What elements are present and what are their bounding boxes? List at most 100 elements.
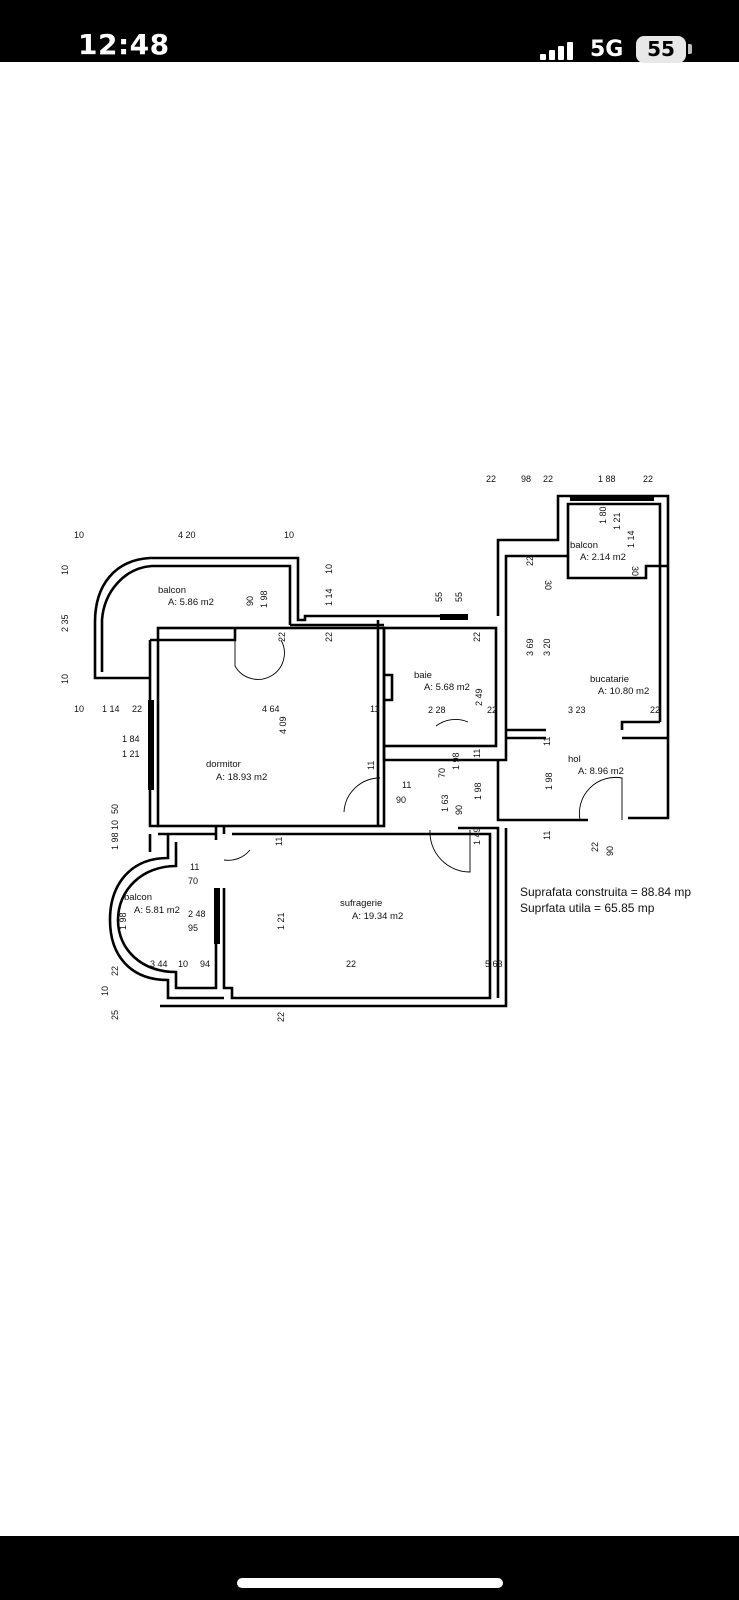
dimension-label: 11: [542, 737, 552, 746]
room-name: balcon: [124, 892, 152, 903]
home-indicator[interactable]: [237, 1578, 503, 1588]
dimension-label: 1 21: [122, 749, 140, 759]
room-area: A: 18.93 m2: [216, 772, 267, 783]
dimension-label: 98: [521, 474, 531, 484]
dimension-label: 11: [190, 862, 199, 872]
room-area: A: 5.68 m2: [424, 682, 470, 693]
room-name: dormitor: [206, 759, 241, 770]
dimension-label: 2 28: [428, 705, 446, 715]
room-name: sufragerie: [340, 898, 382, 909]
room-name: balcon: [158, 585, 186, 596]
dimension-label: 22: [543, 474, 553, 484]
dimension-label: 22: [472, 632, 482, 642]
dimension-label: 10: [60, 565, 70, 575]
dimension-label: 2 35: [60, 614, 70, 632]
dimension-label: 30: [630, 566, 640, 576]
room-area: A: 5.81 m2: [134, 905, 180, 916]
network-label: 5G: [590, 37, 624, 62]
dimension-label: 1 84: [122, 734, 140, 744]
dimension-label: 22: [276, 1012, 286, 1022]
room-area: A: 10.80 m2: [598, 686, 649, 697]
dimension-label: 22: [643, 474, 653, 484]
dimension-label: 90: [396, 795, 406, 805]
dimension-label: 11: [274, 837, 284, 846]
dimension-label: 1 88: [598, 474, 616, 484]
room-name: baie: [414, 670, 432, 681]
dimension-label: 22: [487, 705, 497, 715]
dimension-label: 90: [245, 596, 255, 606]
room-name: balcon: [570, 540, 598, 551]
built-area-summary: Suprafata construita = 88.84 mp: [520, 885, 691, 899]
dimension-label: 1 98: [544, 772, 554, 790]
dimension-label: 95: [188, 923, 198, 933]
status-bar: 12:48 5G 55: [0, 0, 739, 63]
dimension-label: 1 49: [472, 827, 482, 845]
dimension-label: 10: [60, 674, 70, 684]
battery-level: 55: [647, 37, 675, 61]
bottom-bar: [0, 1536, 739, 1600]
dimension-label: 1 21: [612, 512, 622, 530]
dimension-label: 1 14: [626, 530, 636, 548]
usable-area-summary: Suprfata utila = 65.85 mp: [520, 901, 655, 915]
battery-icon: 55: [636, 36, 686, 63]
dimension-label: 22: [650, 705, 660, 715]
dimension-label: 94: [200, 959, 210, 969]
dimension-label: 90: [454, 805, 464, 815]
signal-bars-icon: [540, 40, 574, 62]
dimension-label: 3 44: [150, 959, 168, 969]
dimension-label: 1 98: [110, 832, 120, 850]
dimension-label: 1 21: [276, 912, 286, 930]
dimension-label: 3 20: [542, 638, 552, 656]
dimension-label: 4 64: [262, 704, 280, 714]
dimension-label: 22: [525, 556, 535, 566]
dimension-label: 11: [542, 831, 552, 840]
dimension-label: 55: [434, 592, 444, 602]
dimension-label: 2 49: [474, 688, 484, 706]
dimension-label: 10: [74, 704, 84, 714]
dimension-label: 1 98: [118, 912, 128, 930]
dimension-label: 11: [366, 761, 376, 770]
dimension-label: 11: [472, 749, 482, 758]
dimension-label: 55: [454, 592, 464, 602]
dimension-label: 70: [188, 876, 198, 886]
dimension-label: 1 98: [451, 752, 461, 770]
dimension-label: 10: [284, 530, 294, 540]
dimension-label: 1 63: [440, 794, 450, 812]
dimension-label: 22: [486, 474, 496, 484]
room-name: hol: [568, 754, 581, 765]
dimension-label: 22: [132, 704, 142, 714]
dimension-label: 10: [178, 959, 188, 969]
plan-walls: [93, 494, 670, 1008]
room-area: A: 5.86 m2: [168, 597, 214, 608]
dimension-label: 10: [110, 820, 120, 830]
door-swings: [223, 639, 623, 873]
dimension-label: 3 23: [568, 705, 586, 715]
room-area: A: 8.96 m2: [578, 766, 624, 777]
window-marks: [148, 496, 654, 944]
dimension-label: 90: [605, 846, 615, 856]
dimension-label: 2 48: [188, 909, 206, 919]
dimension-label: 1 98: [473, 782, 483, 800]
dimension-label: 30: [543, 580, 553, 590]
status-time: 12:48: [78, 28, 170, 61]
dimension-label: 22: [110, 966, 120, 976]
dimension-label: 70: [437, 768, 447, 778]
dimension-label: 22: [277, 632, 287, 642]
dimension-label: 1 14: [102, 704, 120, 714]
dimension-label: 4 20: [178, 530, 196, 540]
dimension-label: 10: [74, 530, 84, 540]
dimension-label: 22: [346, 959, 356, 969]
dimension-label: 25: [110, 1010, 120, 1020]
dimension-label: 3 69: [525, 638, 535, 656]
dimension-label: 1 98: [259, 590, 269, 608]
dimension-label: 22: [324, 632, 334, 642]
room-area: A: 2.14 m2: [580, 552, 626, 563]
dimension-labels: 22 98 22 1 88 22 10 4 20 10 10 10 2 35 1…: [60, 474, 660, 1022]
dimension-label: 11: [370, 704, 379, 714]
dimension-label: 11: [402, 780, 411, 790]
battery-tip: [688, 44, 692, 54]
dimension-label: 1 80: [598, 506, 608, 524]
dimension-label: 1 14: [324, 588, 334, 606]
dimension-label: 4 09: [278, 716, 288, 734]
